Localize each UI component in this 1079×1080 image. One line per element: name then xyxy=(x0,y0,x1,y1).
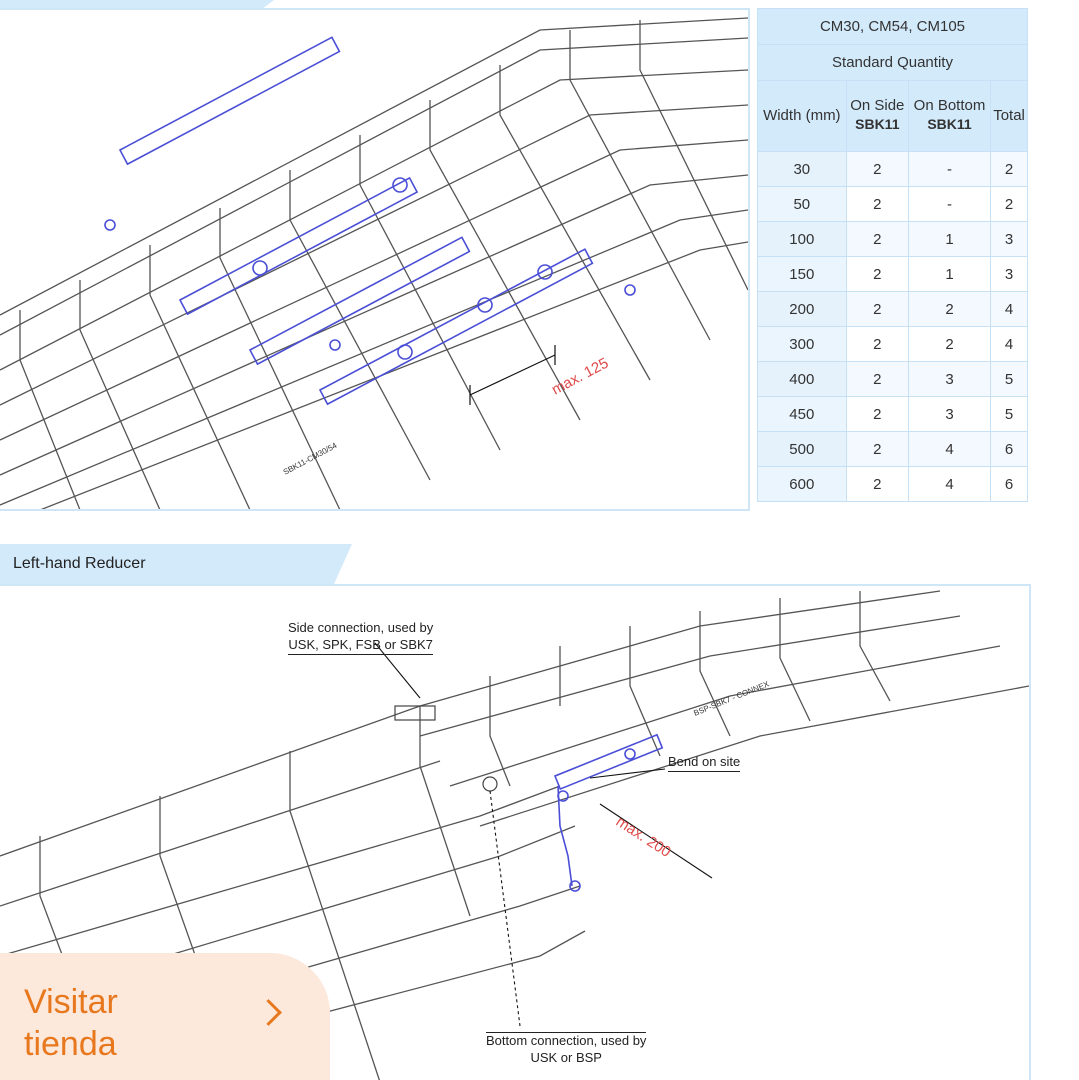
callout-bend-on-site: Bend on site xyxy=(668,754,741,772)
table-subtitle: Standard Quantity xyxy=(757,44,1028,81)
callout-side-line1: Side connection, used by xyxy=(288,620,434,635)
reducer-fittings xyxy=(553,733,664,892)
cell-total: 6 xyxy=(990,466,1028,502)
cell-total: 2 xyxy=(990,151,1028,187)
cell-total: 4 xyxy=(990,326,1028,362)
plate-label: BSP-SBK7 - CONNEX xyxy=(692,679,771,718)
callout-bottom-line2: USK or BSP xyxy=(530,1049,602,1065)
cell-width: 500 xyxy=(757,431,847,467)
cell-bottom: - xyxy=(907,186,992,222)
leader-lines xyxy=(374,642,713,1027)
cell-bottom: 2 xyxy=(907,291,992,327)
callout-side-connection: Side connection, used by USK, SPK, FSB o… xyxy=(288,620,434,655)
cell-side: 2 xyxy=(845,396,909,432)
on-side-label: On Side xyxy=(850,97,905,115)
wire-mesh xyxy=(0,590,1029,1080)
on-bottom-label: On Bottom xyxy=(913,97,986,115)
visit-store-line1: Visitar xyxy=(24,983,118,1021)
cell-total: 3 xyxy=(990,256,1028,292)
callout-bottom-line1: Bottom connection, used by xyxy=(486,1032,647,1048)
cell-bottom: 1 xyxy=(907,221,992,257)
cell-bottom: 2 xyxy=(907,326,992,362)
section-title-left-hand-reducer: Left-hand Reducer xyxy=(0,544,352,584)
cell-bottom: 1 xyxy=(907,256,992,292)
visit-store-line2: tienda xyxy=(24,1025,117,1063)
cell-side: 2 xyxy=(845,466,909,502)
top-section-tab xyxy=(0,0,274,9)
reducer-illustration: max. 200 BSP-SBK7 - CONNEX xyxy=(0,590,1029,1080)
cell-width: 300 xyxy=(757,326,847,362)
cell-bottom: 3 xyxy=(907,361,992,397)
width-header-label: Width (mm) xyxy=(763,106,841,124)
callout-side-line2: USK, SPK, FSB or SBK7 xyxy=(288,637,434,655)
cell-width: 50 xyxy=(757,186,847,222)
cell-side: 2 xyxy=(845,326,909,362)
on-bottom-code: SBK11 xyxy=(927,116,972,132)
tray-connection-drawing: max. 125 SBK11-CM30/54 xyxy=(0,8,750,511)
on-side-code: SBK11 xyxy=(855,116,900,132)
visit-store-button[interactable]: Visitar tienda xyxy=(0,953,330,1080)
cell-side: 2 xyxy=(845,221,909,257)
cell-width: 100 xyxy=(757,221,847,257)
col-total-header: Total xyxy=(990,80,1028,152)
standard-quantity-table: CM30, CM54, CM105 Standard Quantity Widt… xyxy=(757,8,1028,502)
cell-width: 150 xyxy=(757,256,847,292)
cell-side: 2 xyxy=(845,151,909,187)
cell-total: 6 xyxy=(990,431,1028,467)
cell-bottom: 4 xyxy=(907,466,992,502)
sbk11-fittings xyxy=(104,36,636,406)
max-200-label: max. 200 xyxy=(613,813,674,861)
cell-bottom: - xyxy=(907,151,992,187)
max-125-label: max. 125 xyxy=(549,355,611,399)
cell-width: 600 xyxy=(757,466,847,502)
cell-total: 3 xyxy=(990,221,1028,257)
cell-side: 2 xyxy=(845,431,909,467)
cell-bottom: 3 xyxy=(907,396,992,432)
cell-bottom: 4 xyxy=(907,431,992,467)
wire-tray-illustration: max. 125 SBK11-CM30/54 xyxy=(0,17,748,509)
cell-width: 30 xyxy=(757,151,847,187)
cell-side: 2 xyxy=(845,186,909,222)
plate-label: SBK11-CM30/54 xyxy=(282,441,339,477)
cell-width: 200 xyxy=(757,291,847,327)
cell-total: 5 xyxy=(990,396,1028,432)
cell-width: 450 xyxy=(757,396,847,432)
cell-width: 400 xyxy=(757,361,847,397)
callout-bottom-connection: Bottom connection, used by USK or BSP xyxy=(486,1032,647,1067)
cell-side: 2 xyxy=(845,256,909,292)
cell-side: 2 xyxy=(845,361,909,397)
callout-bend-label: Bend on site xyxy=(668,754,741,772)
wire-mesh xyxy=(0,17,748,509)
table-title: CM30, CM54, CM105 xyxy=(757,8,1028,45)
col-width-header: Width (mm) xyxy=(757,80,847,152)
dimension-lines xyxy=(469,345,556,405)
cell-total: 5 xyxy=(990,361,1028,397)
cell-total: 2 xyxy=(990,186,1028,222)
cell-total: 4 xyxy=(990,291,1028,327)
cell-side: 2 xyxy=(845,291,909,327)
